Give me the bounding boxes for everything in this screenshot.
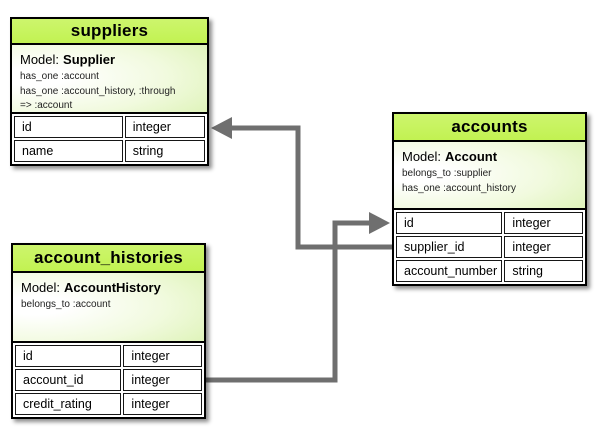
field-name-cell: id: [15, 345, 122, 367]
association-line: has_one :account_history: [402, 182, 516, 194]
arrowhead-right-icon: [369, 212, 390, 234]
field-type-cell: string: [504, 260, 583, 282]
association-line: has_one :account_history, :through: [20, 85, 176, 97]
association-line: belongs_to :account: [21, 299, 111, 310]
association-line: belongs_to :supplier: [402, 168, 492, 179]
table-title: accounts: [394, 114, 585, 142]
field-name-cell: account_number: [396, 260, 503, 282]
field-type-cell: integer: [123, 345, 202, 367]
field-type-cell: integer: [123, 393, 202, 415]
model-label: Model:: [20, 52, 60, 67]
field-rows: id integer name string: [12, 114, 207, 164]
model-section: Model:Account belongs_to :supplier has_o…: [394, 142, 585, 210]
field-type-cell: integer: [504, 212, 583, 234]
table-row: id integer: [14, 116, 205, 138]
model-section: Model:Supplier has_one :account has_one …: [12, 45, 207, 114]
field-name-cell: name: [14, 140, 123, 162]
connector-account-histories-account-id-to-accounts-id: [203, 220, 369, 383]
field-name-cell: account_id: [15, 369, 122, 391]
model-label: Model:: [21, 280, 61, 295]
model-line: Model:Account: [402, 149, 577, 164]
table-row: account_number string: [396, 260, 583, 282]
table-row: supplier_id integer: [396, 236, 583, 258]
field-type-cell: string: [124, 140, 205, 162]
model-section: Model:AccountHistory belongs_to :account: [13, 273, 204, 343]
field-name-cell: id: [14, 116, 123, 138]
table-row: credit_rating integer: [15, 393, 202, 415]
model-line: Model:AccountHistory: [21, 280, 196, 295]
arrowhead-left-icon: [211, 117, 232, 139]
table-suppliers: suppliers Model:Supplier has_one :accoun…: [10, 17, 209, 166]
table-row: account_id integer: [15, 369, 202, 391]
table-title: suppliers: [12, 19, 207, 45]
model-line: Model:Supplier: [20, 52, 199, 67]
field-rows: id integer supplier_id integer account_n…: [394, 210, 585, 284]
association-line: has_one :account: [20, 71, 99, 82]
field-name-cell: id: [396, 212, 503, 234]
model-name: AccountHistory: [64, 280, 161, 295]
table-accounts: accounts Model:Account belongs_to :suppl…: [392, 112, 587, 286]
model-name: Account: [445, 149, 498, 164]
model-label: Model:: [402, 149, 442, 164]
table-row: name string: [14, 140, 205, 162]
model-name: Supplier: [63, 52, 116, 67]
table-account-histories: account_histories Model:AccountHistory b…: [11, 243, 206, 419]
field-type-cell: integer: [124, 116, 205, 138]
table-row: id integer: [396, 212, 583, 234]
table-row: id integer: [15, 345, 202, 367]
association-line: => :account: [20, 100, 73, 111]
field-type-cell: integer: [504, 236, 583, 258]
connector-accounts-supplier-id-to-suppliers-id: [232, 125, 394, 250]
field-name-cell: supplier_id: [396, 236, 503, 258]
field-type-cell: integer: [123, 369, 202, 391]
table-title: account_histories: [13, 245, 204, 273]
field-rows: id integer account_id integer credit_rat…: [13, 343, 204, 417]
field-name-cell: credit_rating: [15, 393, 122, 415]
